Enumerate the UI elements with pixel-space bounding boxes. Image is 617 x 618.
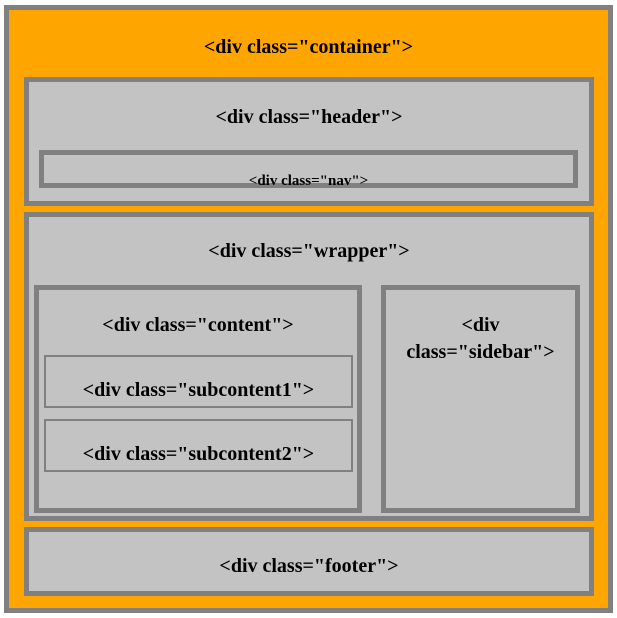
nav-box [39, 150, 578, 188]
sidebar-label: <div class="sidebar"> [406, 314, 555, 363]
footer-label: <div class="footer"> [219, 555, 399, 577]
sidebar-box: <div class="sidebar"> [381, 285, 580, 513]
subcontent2-label: <div class="subcontent2"> [82, 443, 315, 465]
content-label: <div class="content"> [102, 314, 294, 336]
footer-box: <div class="footer"> [24, 527, 594, 596]
subcontent1-box: <div class="subcontent1"> [44, 355, 353, 408]
nav-label: <div class="nav"> [248, 173, 369, 189]
subcontent1-label: <div class="subcontent1"> [82, 379, 315, 401]
container-label: <div class="container"> [203, 36, 414, 58]
subcontent2-box: <div class="subcontent2"> [44, 419, 353, 472]
wrapper-label: <div class="wrapper"> [208, 240, 410, 262]
header-label: <div class="header"> [215, 106, 403, 128]
